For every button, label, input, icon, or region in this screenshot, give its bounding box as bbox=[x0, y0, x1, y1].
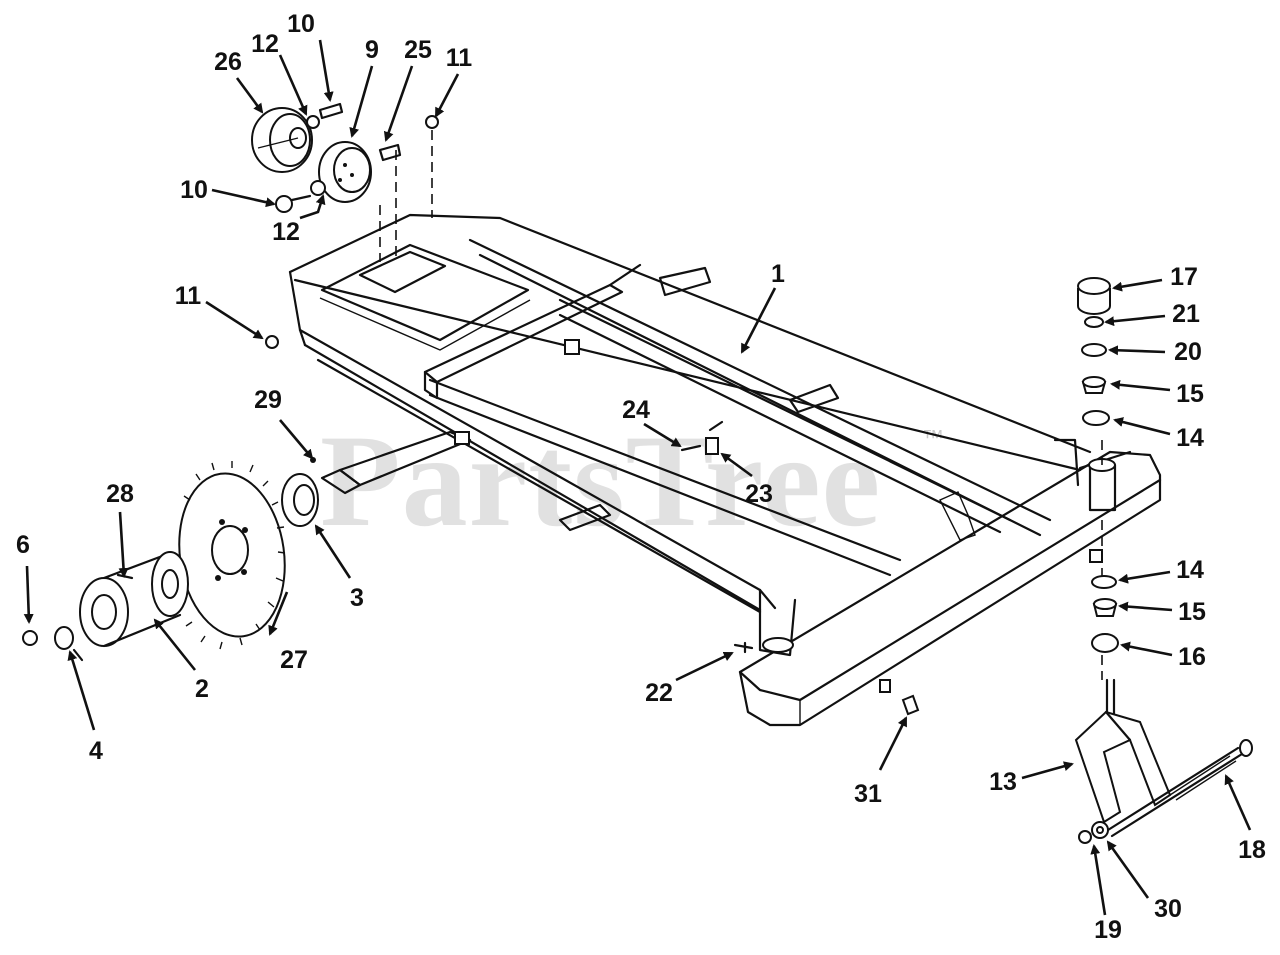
callout-29: 29 bbox=[254, 386, 282, 414]
callout-4: 4 bbox=[89, 737, 103, 765]
callout-3: 3 bbox=[350, 584, 364, 612]
callout-27: 27 bbox=[280, 646, 308, 674]
sprocket-27 bbox=[178, 461, 286, 650]
callout-24: 24 bbox=[622, 396, 650, 424]
callout-11-side: 11 bbox=[175, 282, 202, 310]
callout-20: 20 bbox=[1174, 338, 1202, 366]
callout-18: 18 bbox=[1238, 836, 1266, 864]
callout-12-top: 12 bbox=[251, 30, 279, 58]
callout-23: 23 bbox=[745, 480, 773, 508]
callout-31: 31 bbox=[854, 780, 882, 808]
leader-lines bbox=[23, 39, 1252, 916]
callout-14-lower: 14 bbox=[1176, 556, 1204, 584]
callout-26: 26 bbox=[214, 48, 242, 76]
callout-19: 19 bbox=[1094, 916, 1122, 944]
callout-labels: 1 2 3 4 6 9 10 10 11 11 12 12 13 14 14 1… bbox=[16, 10, 1266, 944]
axle-bolt bbox=[1106, 739, 1253, 838]
front-spindle-stack bbox=[1077, 277, 1119, 653]
callout-28: 28 bbox=[106, 480, 134, 508]
callout-11-top: 11 bbox=[446, 44, 473, 72]
callout-15-lower: 15 bbox=[1178, 598, 1206, 626]
hub-2 bbox=[79, 551, 189, 648]
callout-14-upper: 14 bbox=[1176, 424, 1204, 452]
callout-10-top: 10 bbox=[287, 10, 315, 38]
small-parts bbox=[680, 420, 920, 716]
pulley-26 bbox=[251, 107, 313, 173]
callout-25: 25 bbox=[404, 36, 432, 64]
watermark-trademark: ™ bbox=[922, 425, 944, 450]
callout-9: 9 bbox=[365, 36, 379, 64]
callout-15-upper: 15 bbox=[1176, 380, 1204, 408]
callout-6: 6 bbox=[16, 531, 30, 559]
fastener-hardware-top bbox=[265, 102, 439, 349]
pulley-9 bbox=[318, 141, 372, 203]
callout-30: 30 bbox=[1154, 895, 1182, 923]
callout-17: 17 bbox=[1170, 263, 1198, 291]
callout-2: 2 bbox=[195, 675, 209, 703]
frame-assembly bbox=[288, 213, 1162, 727]
callout-1: 1 bbox=[771, 260, 785, 288]
callout-22: 22 bbox=[645, 679, 673, 707]
callout-16: 16 bbox=[1178, 643, 1206, 671]
caster-fork bbox=[1074, 678, 1172, 824]
nut-washer-19-30 bbox=[1078, 821, 1109, 844]
bearing-3 bbox=[281, 457, 319, 527]
watermark-text: PartsTree bbox=[320, 407, 881, 554]
callout-13: 13 bbox=[989, 768, 1017, 796]
callout-21: 21 bbox=[1172, 300, 1200, 328]
callout-12-bottom: 12 bbox=[272, 218, 300, 246]
callout-10-side: 10 bbox=[180, 176, 208, 204]
